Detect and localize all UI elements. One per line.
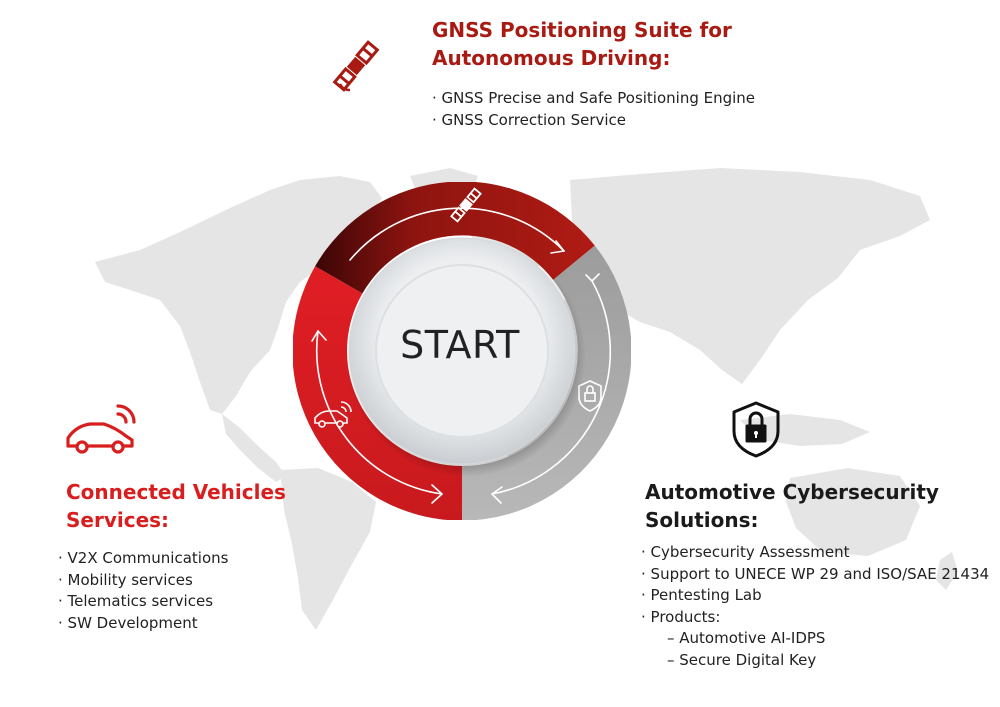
gnss-title: GNSS Positioning Suite for Autonomous Dr…: [432, 16, 755, 72]
asia-shape: [570, 168, 930, 384]
ring-padlock-shield-icon: [578, 380, 602, 412]
south-america-shape: [280, 468, 376, 630]
list-item: Mobility services: [58, 570, 286, 592]
cyber-title-line2: Solutions:: [645, 508, 759, 532]
connected-ring-segment: [293, 266, 462, 520]
cyber-section: Automotive Cybersecurity Solutions: Cybe…: [645, 478, 989, 671]
start-button-inner: [375, 264, 549, 438]
arrow-top: [349, 207, 565, 261]
list-item: Automotive AI-IDPS: [667, 628, 989, 650]
arrowhead-left-start: [311, 330, 327, 342]
list-item: Support to UNECE WP 29 and ISO/SAE 21434: [641, 564, 990, 586]
gnss-section: GNSS Positioning Suite for Autonomous Dr…: [432, 16, 755, 131]
cycle-wheel: [293, 182, 631, 520]
arrowhead-right: [491, 486, 503, 504]
list-item: Secure Digital Key: [667, 650, 989, 672]
connected-list: V2X Communications Mobility services Tel…: [58, 548, 286, 634]
gnss-ring-segment: [315, 182, 595, 294]
indonesia-shape: [740, 414, 870, 446]
gnss-list: GNSS Precise and Safe Positioning Engine…: [432, 88, 755, 131]
list-item: Products:: [641, 607, 989, 629]
connected-title-line1: Connected Vehicles: [66, 480, 286, 504]
connected-car-icon: [66, 404, 136, 454]
arrowhead-top: [550, 240, 565, 254]
list-item: Pentesting Lab: [641, 585, 989, 607]
cyber-products-list: Automotive AI-IDPS Secure Digital Key: [645, 628, 989, 671]
satellite-icon: [332, 40, 380, 92]
list-item: Cybersecurity Assessment: [641, 542, 989, 564]
cyber-list: Cybersecurity Assessment Support to UNEC…: [641, 542, 990, 629]
cyber-title-line1: Automotive Cybersecurity: [645, 480, 939, 504]
gnss-title-line2: Autonomous Driving:: [432, 46, 671, 70]
central-america-shape: [222, 414, 286, 482]
arrow-left: [315, 330, 443, 495]
arrow-right: [491, 280, 612, 495]
cybersecurity-ring-segment: [462, 245, 631, 520]
gnss-title-line1: GNSS Positioning Suite for: [432, 18, 732, 42]
connected-title: Connected Vehicles Services:: [66, 478, 286, 534]
connected-section: Connected Vehicles Services: V2X Communi…: [66, 478, 286, 634]
arrowhead-left: [431, 484, 443, 504]
list-item: V2X Communications: [58, 548, 286, 570]
list-item: Telematics services: [58, 591, 286, 613]
start-label[interactable]: START: [400, 323, 520, 367]
arrowhead-right-start: [585, 273, 600, 282]
padlock-shield-icon: [732, 401, 780, 458]
connected-title-line2: Services:: [66, 508, 170, 532]
list-item: GNSS Precise and Safe Positioning Engine: [432, 88, 755, 110]
cyber-title: Automotive Cybersecurity Solutions:: [645, 478, 989, 534]
list-item: GNSS Correction Service: [432, 110, 755, 132]
list-item: SW Development: [58, 613, 286, 635]
australia-shape: [786, 468, 920, 556]
ring-connected-car-icon: [314, 401, 352, 428]
north-america-shape: [95, 176, 382, 414]
ring-satellite-icon: [450, 187, 482, 223]
